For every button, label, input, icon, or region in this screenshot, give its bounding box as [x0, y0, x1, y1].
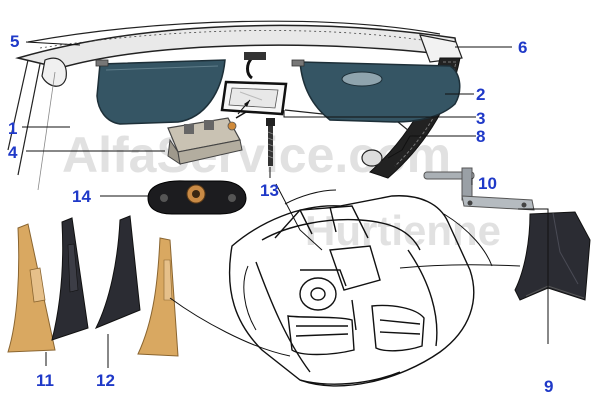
callout-8: 8: [476, 127, 485, 146]
callout-labels: 1 2 3 4 5 6 8 9 10 11 12 13 14: [8, 32, 553, 396]
callout-10: 10: [478, 174, 497, 193]
callout-3: 3: [476, 109, 485, 128]
visor-bracket: [167, 111, 247, 166]
pillar-trim-panel: [514, 211, 591, 301]
pillar-trim-set-11: [7, 217, 89, 353]
callout-5: 5: [10, 32, 19, 51]
callout-2: 2: [476, 85, 485, 104]
callout-12: 12: [96, 371, 115, 390]
leader-lines: [22, 41, 549, 368]
callout-4: 4: [8, 143, 18, 162]
car-line-drawing: [228, 189, 493, 387]
callout-11: 11: [36, 371, 54, 390]
sun-visor-left: [95, 59, 226, 125]
callout-9: 9: [544, 377, 553, 396]
hinge-bracket: [423, 167, 535, 211]
pillar-trim-set-12: [94, 215, 179, 357]
sun-visor-right: [291, 59, 461, 123]
callout-1: 1: [8, 119, 17, 138]
rear-view-mirror: [220, 52, 288, 116]
callout-6: 6: [518, 38, 527, 57]
callout-13: 13: [260, 181, 279, 200]
mounting-plate: [147, 180, 247, 215]
mounting-screw: [266, 118, 275, 166]
callout-14: 14: [72, 187, 91, 206]
